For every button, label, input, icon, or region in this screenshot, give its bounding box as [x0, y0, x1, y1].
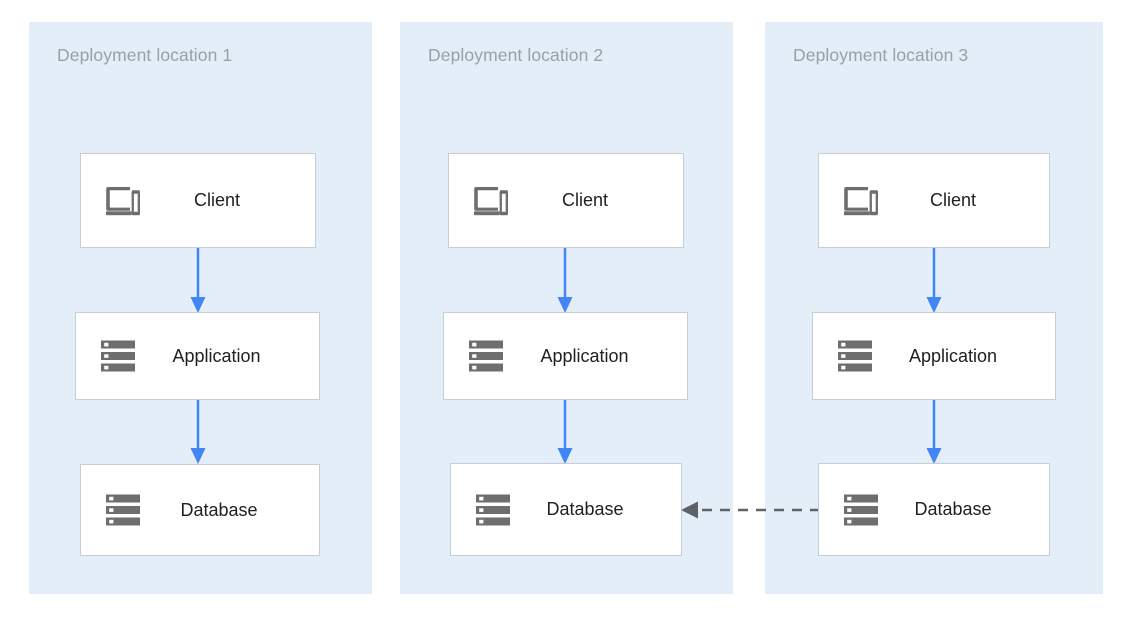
- zone-title-1: Deployment location 1: [57, 45, 233, 65]
- server-icon: [103, 490, 143, 530]
- node-label-application-2: Application: [540, 345, 629, 366]
- devices-icon: [471, 181, 511, 221]
- node-label-client-3: Client: [929, 190, 977, 210]
- node-label-database-3: Database: [914, 499, 992, 519]
- node-label-client-1: Client: [193, 190, 241, 210]
- node-label-database-1: Database: [180, 499, 258, 520]
- node-database-3[interactable]: Database: [818, 463, 1050, 556]
- node-label-database-2: Database: [546, 499, 624, 519]
- node-label-application-3: Application: [908, 345, 998, 366]
- node-label-client-2: Client: [561, 190, 609, 210]
- node-application-3[interactable]: Application: [812, 312, 1056, 400]
- node-client-1[interactable]: Client: [80, 153, 316, 248]
- zone-title-2: Deployment location 2: [428, 45, 604, 65]
- node-label-application-1: Application: [172, 345, 261, 366]
- server-icon: [841, 490, 881, 530]
- server-icon: [835, 336, 875, 376]
- zone-title-3: Deployment location 3: [793, 45, 969, 65]
- server-icon: [98, 336, 138, 376]
- node-application-1[interactable]: Application: [75, 312, 320, 400]
- node-client-3[interactable]: Client: [818, 153, 1050, 248]
- devices-icon: [841, 181, 881, 221]
- node-database-1[interactable]: Database: [80, 464, 320, 556]
- server-icon: [466, 336, 506, 376]
- node-database-2[interactable]: Database: [450, 463, 682, 556]
- node-client-2[interactable]: Client: [448, 153, 684, 248]
- node-application-2[interactable]: Application: [443, 312, 688, 400]
- server-icon: [473, 490, 513, 530]
- devices-icon: [103, 181, 143, 221]
